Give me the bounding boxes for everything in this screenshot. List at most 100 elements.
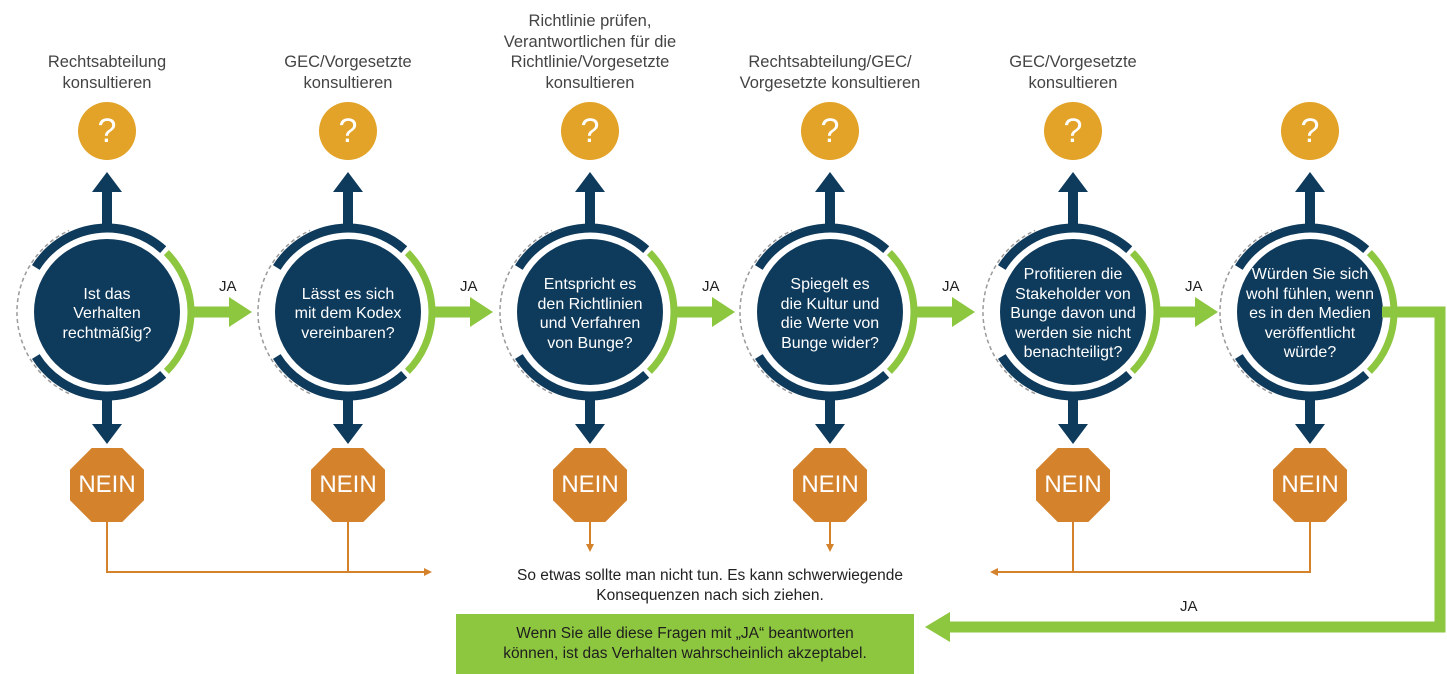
question-text: Entspricht es den Richtlinien und Verfah… (537, 276, 643, 352)
question-circle (1237, 239, 1383, 385)
no-octagon (311, 448, 385, 522)
final-yes-arrowhead (925, 612, 950, 642)
question-text: Würden Sie sich wohl fühlen, wenn es in … (1245, 266, 1375, 362)
no-octagon (1273, 448, 1347, 522)
ring-arc-bottom (997, 354, 1133, 401)
question-mark: ? (97, 112, 117, 150)
final-result-text: Wenn Sie alle diese Fragen mit „JA“ bean… (503, 625, 867, 662)
connector-right (990, 517, 1311, 576)
up-arrow-head (575, 172, 605, 192)
step-3 (499, 102, 735, 522)
consult-circle (1281, 102, 1339, 160)
step-1 (16, 102, 252, 522)
step-5 (982, 102, 1218, 522)
question-mark: ? (338, 112, 358, 150)
down-arrow-shaft (343, 398, 353, 428)
down-arrow-head (815, 424, 845, 444)
no-octagon (1036, 448, 1110, 522)
no-octagon (70, 448, 144, 522)
up-arrow-shaft (1305, 188, 1315, 224)
down-arrow-shaft (825, 398, 835, 428)
ring-arc-bottom (272, 354, 408, 401)
question-circle (757, 239, 903, 385)
up-arrow-head (815, 172, 845, 192)
yes-arrow-shaft (432, 306, 474, 318)
dashed-arc (739, 229, 793, 395)
no-octagon (793, 448, 867, 522)
warning-text: So etwas sollte man nicht tun. Es kann s… (517, 567, 903, 604)
yes-arrow-shaft (914, 306, 956, 318)
ring-arc-top (1234, 223, 1370, 270)
up-arrow-head (1295, 172, 1325, 192)
dashed-arc (16, 229, 70, 395)
no-label: NEIN (1281, 471, 1339, 498)
no-octagon (553, 448, 627, 522)
down-arrow-head (92, 424, 122, 444)
dashed-arc (499, 229, 553, 395)
no-label: NEIN (319, 471, 377, 498)
ring-arc-top (754, 223, 890, 270)
dashed-arc (257, 229, 311, 395)
step-6 (1219, 102, 1398, 522)
consult-circle (801, 102, 859, 160)
consult-label: GEC/Vorgesetzte konsultieren (1009, 53, 1137, 92)
final-yes-arrow (945, 306, 1446, 633)
step-2 (257, 102, 493, 522)
question-text: Profitieren die Stakeholder von Bunge da… (1010, 266, 1136, 362)
consult-label: Rechtsabteilung konsultieren (47, 53, 167, 92)
no-label: NEIN (561, 471, 619, 498)
connector-left (106, 517, 432, 576)
down-arrow-shaft (1068, 398, 1078, 428)
question-mark: ? (1300, 112, 1320, 150)
down-arrow-head (333, 424, 363, 444)
yes-label: JA (702, 278, 720, 295)
no-label: NEIN (1044, 471, 1102, 498)
dashed-arc (982, 229, 1036, 395)
consult-circle (319, 102, 377, 160)
consult-circle (1044, 102, 1102, 160)
yes-arrow-head (952, 297, 975, 327)
ring-arc-top (272, 223, 408, 270)
yes-label: JA (1185, 278, 1203, 295)
up-arrow-shaft (102, 188, 112, 224)
up-arrow-shaft (343, 188, 353, 224)
step-4 (739, 102, 975, 522)
yes-arrow-shaft (674, 306, 716, 318)
ring-arc-top (31, 223, 167, 270)
question-mark: ? (820, 112, 840, 150)
yes-arrow-shaft (191, 306, 233, 318)
question-circle (275, 239, 421, 385)
consult-circle (78, 102, 136, 160)
question-mark: ? (580, 112, 600, 150)
yes-label: JA (460, 278, 478, 295)
down-arrow-shaft (1305, 398, 1315, 428)
yes-arrow-head (470, 297, 493, 327)
question-mark: ? (1063, 112, 1083, 150)
question-circle (34, 239, 180, 385)
dashed-arc (1219, 229, 1273, 395)
consult-label: GEC/Vorgesetzte konsultieren (284, 53, 412, 92)
ring-arc-bottom (514, 354, 650, 401)
no-label: NEIN (801, 471, 859, 498)
question-circle (517, 239, 663, 385)
up-arrow-shaft (585, 188, 595, 224)
up-arrow-head (333, 172, 363, 192)
yes-arrow-head (229, 297, 252, 327)
ring-arc-bottom (754, 354, 890, 401)
final-result-box: Wenn Sie alle diese Fragen mit „JA“ bean… (456, 614, 914, 674)
ring-arc-bottom (31, 354, 167, 401)
yes-label: JA (219, 278, 237, 295)
consult-circle (561, 102, 619, 160)
up-arrow-head (1058, 172, 1088, 192)
up-arrow-shaft (1068, 188, 1078, 224)
down-arrow-shaft (585, 398, 595, 428)
down-arrow-shaft (102, 398, 112, 428)
question-text: Ist das Verhalten rechtmäßig? (62, 285, 152, 342)
no-label: NEIN (78, 471, 136, 498)
consult-label: Rechtsabteilung/GEC/ Vorgesetzte konsult… (739, 53, 921, 92)
yes-label: JA (942, 278, 960, 295)
ring-arc-top (997, 223, 1133, 270)
question-text: Spiegelt es die Kultur und die Werte von… (780, 276, 880, 352)
final-yes-label: JA (1180, 598, 1198, 615)
